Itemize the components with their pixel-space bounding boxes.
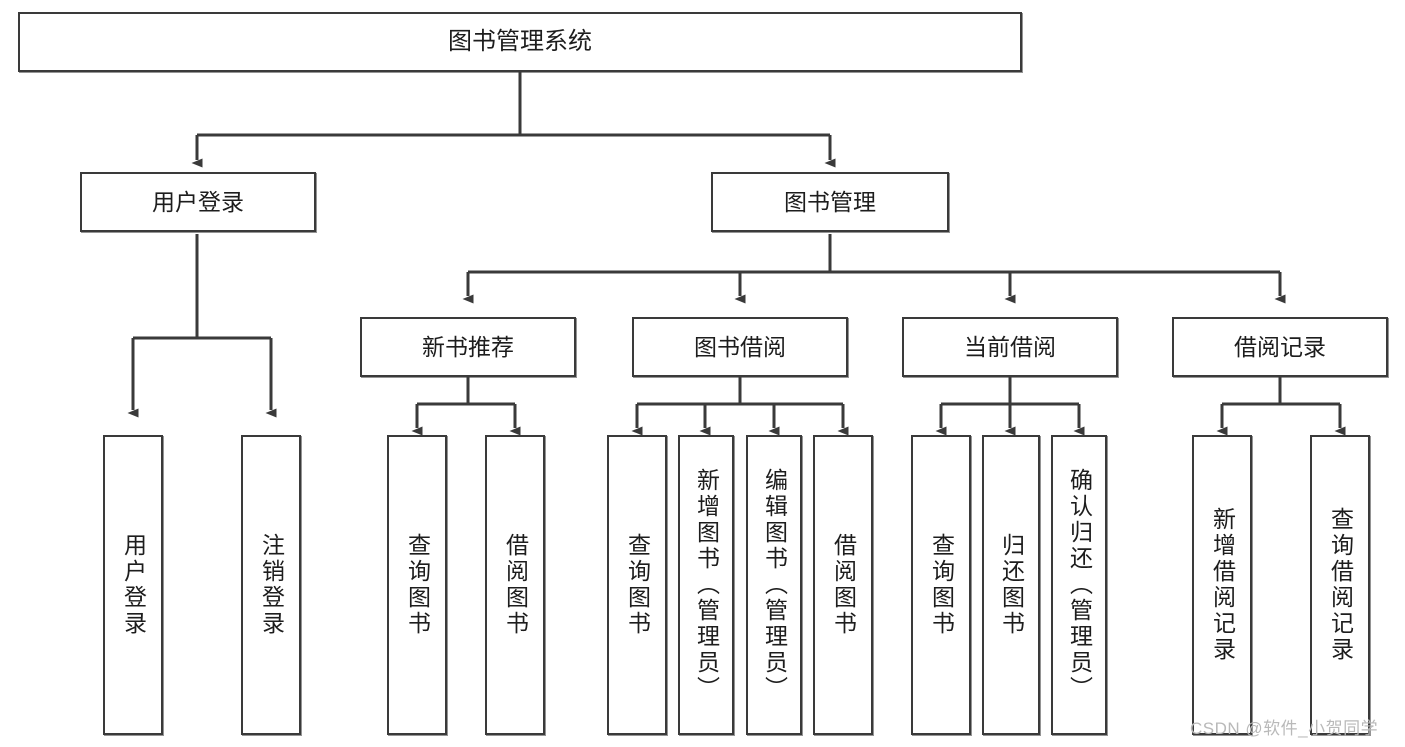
node-leaf-label: 注销登录 [258, 533, 285, 637]
node-book-management-label: 图书管理 [784, 188, 876, 215]
node-leaf-label: 查询借阅记录 [1327, 507, 1354, 663]
node-leaf-records-add-record[interactable]: 新增借阅记录 [1192, 435, 1252, 735]
node-leaf-label: 归还图书 [998, 533, 1025, 637]
node-leaf-label: 查询图书 [404, 533, 431, 637]
node-leaf-label: 新增图书（管理员） [693, 468, 720, 702]
node-leaf-label: 编辑图书（管理员） [761, 468, 788, 702]
node-user-login[interactable]: 用户登录 [80, 172, 316, 232]
node-root-label: 图书管理系统 [448, 28, 592, 55]
node-leaf-recommend-borrow-book[interactable]: 借阅图书 [485, 435, 545, 735]
node-leaf-label: 查询图书 [624, 533, 651, 637]
node-leaf-recommend-query-book[interactable]: 查询图书 [387, 435, 447, 735]
node-leaf-user-login-logout[interactable]: 注销登录 [241, 435, 301, 735]
node-leaf-label: 借阅图书 [502, 533, 529, 637]
node-leaf-current-query-book[interactable]: 查询图书 [911, 435, 971, 735]
csdn-watermark: CSDN @软件_小贺同学 [1190, 719, 1379, 738]
node-leaf-borrow-add-book-admin[interactable]: 新增图书（管理员） [678, 435, 734, 735]
node-borrow-records[interactable]: 借阅记录 [1172, 317, 1388, 377]
node-borrow-records-label: 借阅记录 [1234, 333, 1326, 360]
node-leaf-current-confirm-return-admin[interactable]: 确认归还（管理员） [1051, 435, 1107, 735]
node-current-borrow[interactable]: 当前借阅 [902, 317, 1118, 377]
node-leaf-label: 新增借阅记录 [1209, 507, 1236, 663]
node-leaf-records-query-record[interactable]: 查询借阅记录 [1310, 435, 1370, 735]
node-book-management[interactable]: 图书管理 [711, 172, 949, 232]
node-book-borrow[interactable]: 图书借阅 [632, 317, 848, 377]
node-root-book-management-system[interactable]: 图书管理系统 [18, 12, 1022, 72]
node-new-book-recommend-label: 新书推荐 [422, 333, 514, 360]
node-leaf-label: 查询图书 [928, 533, 955, 637]
node-leaf-current-return-book[interactable]: 归还图书 [982, 435, 1040, 735]
node-current-borrow-label: 当前借阅 [964, 333, 1056, 360]
node-new-book-recommend[interactable]: 新书推荐 [360, 317, 576, 377]
node-leaf-borrow-edit-book-admin[interactable]: 编辑图书（管理员） [746, 435, 802, 735]
node-leaf-label: 借阅图书 [830, 533, 857, 637]
node-leaf-borrow-query-book[interactable]: 查询图书 [607, 435, 667, 735]
node-leaf-label: 用户登录 [120, 533, 147, 637]
node-leaf-borrow-borrow-book[interactable]: 借阅图书 [813, 435, 873, 735]
node-book-borrow-label: 图书借阅 [694, 333, 786, 360]
node-user-login-label: 用户登录 [152, 188, 244, 215]
node-leaf-label: 确认归还（管理员） [1066, 468, 1093, 702]
node-leaf-user-login-login[interactable]: 用户登录 [103, 435, 163, 735]
